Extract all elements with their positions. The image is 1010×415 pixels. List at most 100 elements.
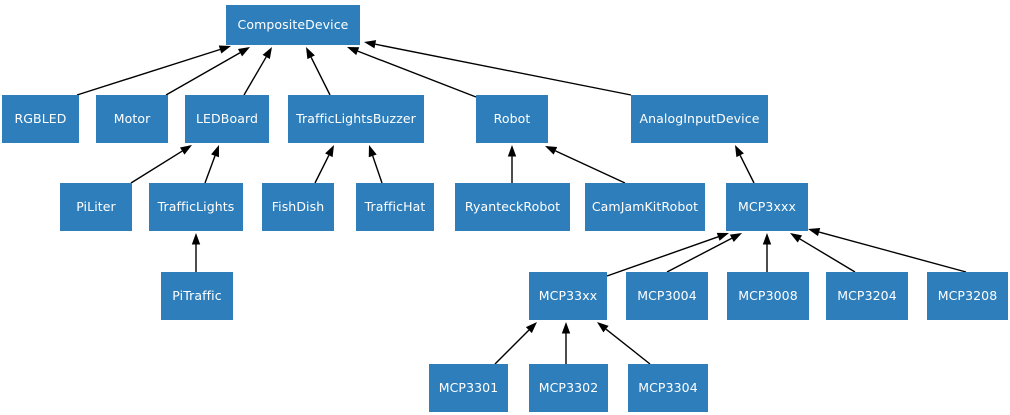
class-node-mcp3301[interactable]: MCP3301 [429,364,508,412]
class-node-label: MCP3004 [637,287,697,303]
arrowhead-icon [790,233,803,243]
class-node-label: MCP3204 [837,287,897,303]
class-node-mcp3008[interactable]: MCP3008 [727,272,809,320]
edge-line [739,154,755,184]
class-node-motor[interactable]: Motor [96,95,168,143]
class-node-mcp3xxx[interactable]: MCP3xxx [726,183,808,231]
class-node-trafficlights[interactable]: TrafficLights [149,183,243,231]
class-node-camjamkitrobot[interactable]: CamJamKitRobot [585,183,705,231]
class-node-pitraffic[interactable]: PiTraffic [161,272,233,320]
edge-line [357,50,477,98]
edge-line [165,52,241,96]
arrowhead-icon [325,145,334,158]
class-node-label: MCP33xx [538,287,598,303]
class-node-mcp3302[interactable]: MCP3302 [529,364,608,412]
edge-trafficlights-to-ledboard [204,145,219,184]
class-node-label: TrafficLightsBuzzer [296,110,416,126]
class-node-label: MCP3208 [937,287,998,303]
class-node-label: CamJamKitRobot [591,198,699,214]
class-node-fishdish[interactable]: FishDish [262,183,334,231]
arrowhead-icon [306,47,315,60]
class-node-label: MCP3xxx [738,198,796,214]
class-node-label: RyanteckRobot [464,198,561,214]
class-node-label: AnalogInputDevice [639,110,760,126]
class-node-label: MCP3302 [538,379,599,395]
edge-mcp3008-to-mcp3xxx [762,233,772,272]
class-node-mcp3304[interactable]: MCP3304 [628,364,708,412]
edge-line [314,154,330,184]
edge-line [76,48,221,96]
class-node-mcp3004[interactable]: MCP3004 [626,272,708,320]
edge-piliter-to-ledboard [130,145,192,184]
class-node-mcp33xx[interactable]: MCP33xx [529,272,607,320]
arrowhead-icon [180,145,192,155]
arrowhead-icon [716,232,729,241]
arrowhead-icon [808,227,821,237]
edge-mcp3302-to-mcp33xx [561,322,571,364]
edge-line [799,238,856,273]
arrowhead-icon [545,146,558,155]
edge-ledboard-to-compositedevice [243,47,272,96]
edge-fishdish-to-trafficlightsbuzzer [314,145,334,184]
edge-line [494,329,530,365]
edge-line [818,231,967,273]
class-node-robot[interactable]: Robot [476,95,548,143]
arrowhead-icon [191,233,201,245]
edge-mcp3304-to-mcp33xx [597,322,651,365]
class-node-rgbled[interactable]: RGBLED [2,95,79,143]
class-node-label: LEDBoard [195,110,259,126]
arrowhead-icon [347,47,360,56]
class-node-label: TrafficHat [364,198,426,214]
class-node-mcp3204[interactable]: MCP3204 [826,272,908,320]
arrowhead-icon [525,322,537,334]
edge-line [666,237,733,273]
class-node-label: PiTraffic [172,287,222,303]
class-node-mcp3208[interactable]: MCP3208 [927,272,1008,320]
class-node-ledboard[interactable]: LEDBoard [185,95,269,143]
arrowhead-icon [237,47,250,57]
arrowhead-icon [368,145,377,158]
edge-line [310,56,331,96]
arrowhead-icon [729,233,742,243]
arrowhead-icon [218,45,231,54]
class-node-label: Motor [113,110,151,126]
class-node-piliter[interactable]: PiLiter [60,183,132,231]
edge-mcp3004-to-mcp3xxx [666,233,742,273]
edge-line [375,43,632,96]
edge-traffichat-to-trafficlightsbuzzer [368,145,383,184]
edge-line [555,150,626,184]
class-node-label: FishDish [271,198,325,214]
class-node-label: TrafficLights [157,198,235,214]
edge-mcp3xxx-to-analoginputdevice [735,145,755,184]
arrowhead-icon [262,47,272,60]
edge-line [372,155,383,184]
class-node-trafficlightsbuzzer[interactable]: TrafficLightsBuzzer [288,95,424,143]
edge-line [605,328,651,365]
edge-mcp3208-to-mcp3xxx [808,227,967,273]
edge-camjamkitrobot-to-robot [545,146,626,184]
arrowhead-icon [597,322,609,333]
edge-line [204,155,216,184]
class-node-compositedevice[interactable]: CompositeDevice [226,5,360,45]
arrowhead-icon [211,145,219,158]
arrowhead-icon [507,145,517,157]
edge-motor-to-compositedevice [165,47,250,96]
edge-line [606,236,719,277]
edge-rgbled-to-compositedevice [76,45,231,96]
class-node-label: MCP3304 [638,379,698,395]
edge-line [130,150,183,184]
edge-analoginputdevice-to-compositedevice [364,40,632,96]
edge-robot-to-compositedevice [347,47,477,98]
class-node-label: CompositeDevice [237,16,349,32]
class-node-label: MCP3008 [738,287,798,303]
arrowhead-icon [561,322,571,334]
class-node-ryanteckrobot[interactable]: RyanteckRobot [455,183,570,231]
edge-pitraffic-to-trafficlights [191,233,201,272]
class-node-analoginputdevice[interactable]: AnalogInputDevice [631,95,768,143]
arrowhead-icon [762,233,772,245]
edge-mcp33xx-to-mcp3xxx [606,232,729,277]
class-node-traffichat[interactable]: TrafficHat [356,183,434,231]
arrowhead-icon [735,145,744,158]
edge-ryanteckrobot-to-robot [507,145,517,183]
